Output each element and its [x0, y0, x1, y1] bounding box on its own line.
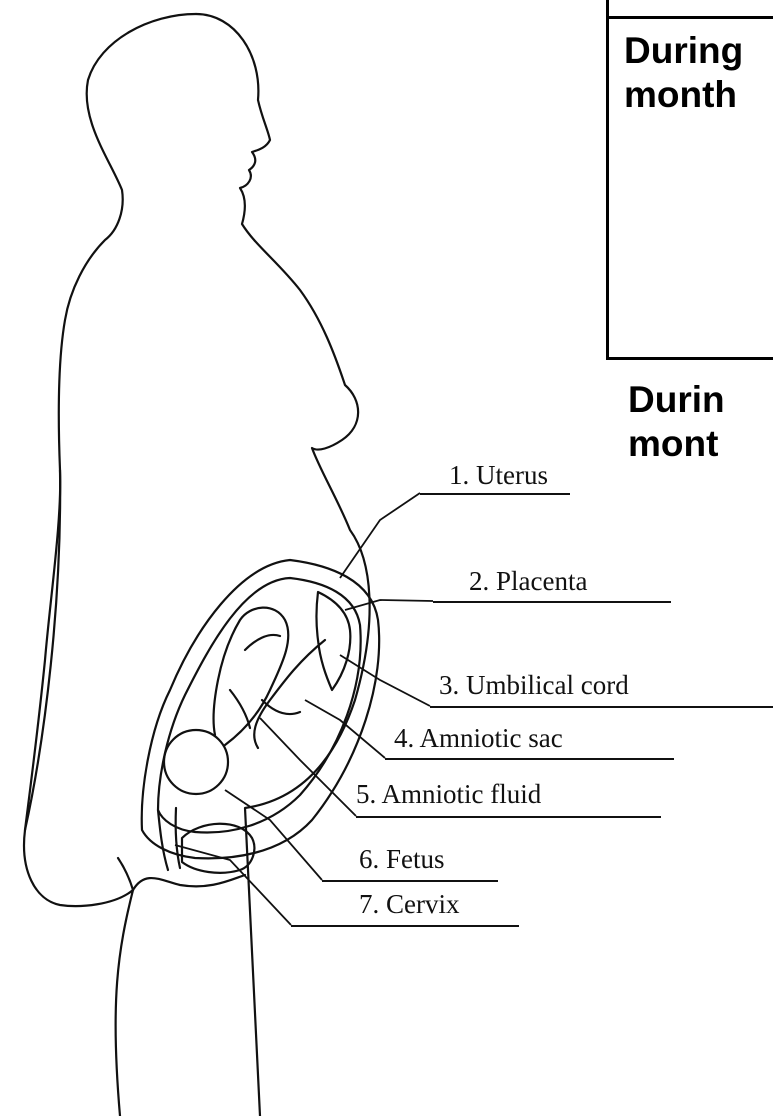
caption-box: During month [606, 0, 773, 360]
body-outline-front [196, 14, 370, 1116]
label-umbilical-cord-underline [430, 706, 773, 708]
pelvis-outline [133, 875, 245, 890]
label-uterus: 1. Uterus [449, 460, 548, 491]
label-fetus: 6. Fetus [359, 844, 445, 875]
label-amniotic-fluid: 5. Amniotic fluid [356, 779, 541, 810]
fetus-limbs [230, 635, 300, 728]
leader-uterus [340, 493, 420, 578]
leader-fetus [225, 790, 322, 880]
label-uterus-underline [420, 493, 570, 495]
leader-placenta [345, 600, 433, 610]
lower-back-line [25, 470, 60, 830]
fetus-body [214, 608, 289, 745]
label-placenta: 2. Placenta [469, 566, 587, 597]
label-amniotic-sac-underline [385, 758, 674, 760]
umbilical-cord [254, 640, 325, 748]
label-placenta-underline [433, 601, 671, 603]
outside-caption-text: Durin mont [628, 378, 773, 466]
label-amniotic-sac: 4. Amniotic sac [394, 723, 563, 754]
buttock-crease [118, 858, 133, 890]
leader-amniotic-sac [305, 700, 385, 758]
label-amniotic-fluid-underline [356, 816, 661, 818]
box-caption-text: During month [624, 29, 773, 117]
label-cervix-underline [291, 925, 519, 927]
box-divider [609, 16, 773, 19]
label-cervix: 7. Cervix [359, 889, 460, 920]
fetus-head [164, 730, 228, 794]
label-fetus-underline [322, 880, 498, 882]
body-outline-back [24, 14, 196, 1116]
label-umbilical-cord: 3. Umbilical cord [439, 670, 629, 701]
placenta [317, 592, 351, 690]
